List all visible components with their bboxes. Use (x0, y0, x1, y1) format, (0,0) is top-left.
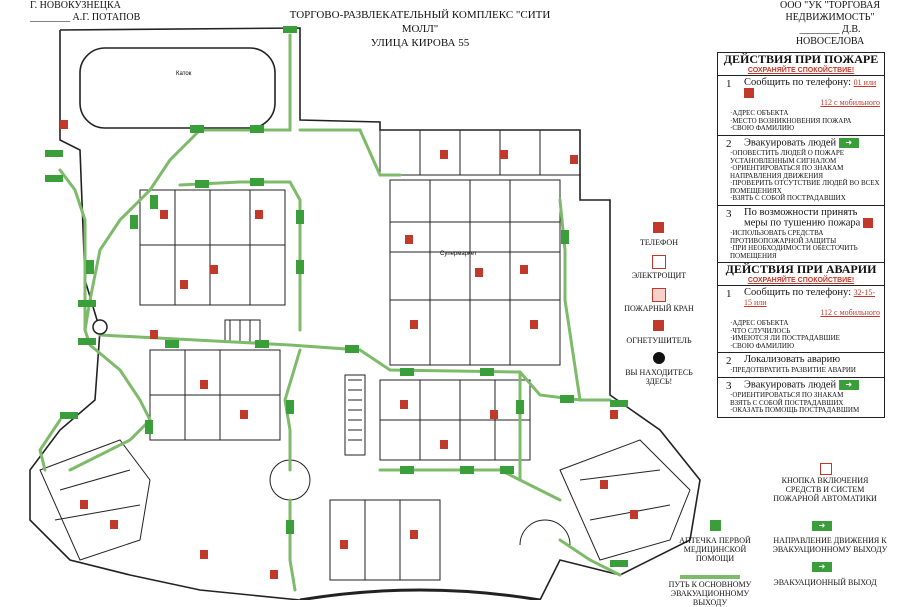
exit-direction-icon: ➜ (838, 379, 859, 390)
approval-left-line2: ________ А.Г. ПОТАПОВ (30, 12, 141, 23)
list-item: ·ОПОВЕСТИТЬ ЛЮДЕЙ О ПОЖАРЕ УСТАНОВЛЕННЫМ… (730, 149, 844, 165)
fire-step-3-num: 3 (726, 207, 732, 220)
supermarket-label: Супермаркет (440, 251, 477, 257)
accident-phone-2: 112 с мобильного (820, 308, 880, 318)
list-item: ·СВОЮ ФАМИЛИЮ (730, 124, 795, 133)
plan-title: ТОРГОВО-РАЗВЛЕКАТЕЛЬНЫЙ КОМПЛЕКС "СИТИ М… (270, 8, 570, 50)
list-item: ·АДРЕС ОБЪЕКТА (730, 109, 789, 118)
list-item: ·ОКАЗАТЬ ПОМОЩЬ ПОСТРАДАВШИМ (730, 406, 860, 415)
direction-sign-icon: ➜ (812, 521, 832, 531)
route-line-icon (680, 575, 740, 579)
accident-step-2: 2 Локализовать аварию ·ПРЕДОТВРАТИТЬ РАЗ… (718, 352, 884, 377)
approval-right-line2: НЕДВИЖИМОСТЬ" (785, 12, 875, 23)
accident-step-2-num: 2 (726, 355, 732, 368)
list-item: ·АДРЕС ОБЪЕКТА (730, 319, 789, 328)
list-item: ·ЧТО СЛУЧИЛОСЬ (730, 326, 791, 335)
accident-step-3-num: 3 (726, 379, 732, 392)
approval-left: Г. НОВОКУЗНЕЦКА ________ А.Г. ПОТАПОВ (30, 0, 150, 24)
fire-phone-2: 112 с мобильного (820, 98, 880, 108)
list-item: ·ВЗЯТЬ С СОБОЙ ПОСТРАДАВШИХ (730, 194, 846, 203)
fire-step-1: 1 Сообщить по телефону: 01 или 112 с моб… (718, 75, 884, 135)
hydrant-legend-icon (652, 288, 666, 302)
list-item: ·ПРОВЕРИТЬ ОТСУТСТВИЕ ЛЮДЕЙ ВО ВСЕХ ПОМЕ… (730, 179, 880, 195)
fire-step-3-list: ·ИСПОЛЬЗОВАТЬ СРЕДСТВА ПРОТИВОПОЖАРНОЙ З… (730, 229, 880, 260)
accident-step-1-num: 1 (726, 288, 732, 301)
approval-right-line1: ООО "УК "ТОРГОВАЯ (779, 0, 881, 11)
fire-phone-1: 01 или (853, 78, 877, 87)
accident-step-3-head: Эвакуировать людей (744, 379, 837, 391)
legend-phone: ТЕЛЕФОН (640, 238, 678, 247)
direction-arrows (86, 125, 574, 534)
legend-main-path: ПУТЬ К ОСНОВНОМУ ЭВАКУАЦИОННОМУ ВЫХОДУ (668, 580, 752, 607)
approval-left-line1: Г. НОВОКУЗНЕЦКА (30, 0, 121, 11)
accident-step-2-head: Локализовать аварию (744, 354, 841, 366)
fire-step-2: 2 Эвакуировать людей ➜ ·ОПОВЕСТИТЬ ЛЮДЕЙ… (718, 134, 884, 205)
legend-exit: ЭВАКУАЦИОННЫЙ ВЫХОД (773, 578, 877, 587)
legend-shield: ЭЛЕКТРОЩИТ (631, 271, 687, 280)
fire-step-3-head: По возможности принять меры по тушению п… (744, 206, 861, 229)
list-item: ·ИСПОЛЬЗОВАТЬ СРЕДСТВА ПРОТИВОПОЖАРНОЙ З… (730, 229, 837, 245)
accident-step-3-list: ·ОРИЕНТИРОВАТЬСЯ ПО ЗНАКАМ ВЗЯТЬ С СОБОЙ… (730, 392, 880, 415)
fire-step-3: 3 По возможности принять меры по тушению… (718, 204, 884, 262)
list-item: ·ИМЕЮТСЯ ЛИ ПОСТРАДАВШИЕ (730, 334, 840, 343)
fire-step-2-head: Эвакуировать людей (744, 137, 837, 149)
plan-title-line1: ТОРГОВО-РАЗВЛЕКАТЕЛЬНЫЙ КОМПЛЕКС "СИТИ М… (289, 9, 551, 35)
accident-step-1: 1 Сообщить по телефону: 32-15-15 или 112… (718, 285, 884, 352)
fire-step-2-list: ·ОПОВЕСТИТЬ ЛЮДЕЙ О ПОЖАРЕ УСТАНОВЛЕННЫМ… (730, 150, 880, 203)
phone-icon (744, 88, 754, 98)
accident-step-2-list: ·ПРЕДОТВРАТИТЬ РАЗВИТИЕ АВАРИИ (730, 367, 880, 375)
fire-heading: ДЕЙСТВИЯ ПРИ ПОЖАРЕ (723, 52, 879, 66)
list-item: ·ПРИ НЕОБХОДИМОСТИ ОБЕСТОЧИТЬ ПОМЕЩЕНИЯ (730, 244, 858, 260)
first-aid-icon (710, 520, 721, 531)
legend-alarm-button: КНОПКА ВКЛЮЧЕНИЯ СРЕДСТВ И СИСТЕМ ПОЖАРН… (773, 476, 877, 503)
fire-step-1-list: ·АДРЕС ОБЪЕКТА ·МЕСТО ВОЗНИКНОВЕНИЯ ПОЖА… (730, 110, 880, 133)
list-item: ·МЕСТО ВОЗНИКНОВЕНИЯ ПОЖАРА (730, 116, 852, 125)
floor-plan: Каток Супермаркет (29, 26, 701, 600)
fire-step-1-head: Сообщить по телефону: (744, 77, 852, 88)
list-item: ·СВОЮ ФАМИЛИЮ (730, 341, 795, 350)
fire-step-2-num: 2 (726, 137, 732, 150)
phone-legend-icon (653, 222, 664, 233)
shield-legend-icon (652, 255, 666, 269)
you-are-here-legend-icon (653, 352, 665, 364)
rink-label: Каток (176, 71, 192, 77)
approval-right-line3: ________ Д.В. НОВОСЕЛОВА (795, 24, 865, 47)
legend-first-aid: АПТЕЧКА ПЕРВОЙ МЕДИЦИНСКОЙ ПОМОЩИ (679, 536, 751, 563)
list-item: ·ОРИЕНТИРОВАТЬСЯ ПО ЗНАКАМ НАПРАВЛЕНИЯ Д… (730, 164, 844, 180)
accident-phone-1: 32-15-15 или (744, 288, 875, 308)
exit-signs (45, 26, 628, 567)
extinguisher-icon (862, 217, 873, 228)
legend-hydrant: ПОЖАРНЫЙ КРАН (624, 304, 694, 313)
list-item: ВЗЯТЬ С СОБОЙ ПОСТРАДАВШИХ (730, 398, 844, 407)
fire-equipment (60, 120, 638, 579)
list-item: ·ОРИЕНТИРОВАТЬСЯ ПО ЗНАКАМ (730, 391, 844, 400)
plan-title-line2: УЛИЦА КИРОВА 55 (370, 37, 470, 49)
exit-icon: ➜ (812, 562, 832, 572)
fire-step-1-num: 1 (726, 78, 732, 90)
fire-calm: СОХРАНЯЙТЕ СПОКОЙСТВИЕ! (747, 67, 855, 74)
legend-direction: НАПРАВЛЕНИЕ ДВИЖЕНИЯ К ЭВАКУАЦИОННОМУ ВЫ… (772, 536, 888, 554)
approval-right: ООО "УК "ТОРГОВАЯ НЕДВИЖИМОСТЬ" ________… (770, 0, 890, 48)
accident-step-3: 3 Эвакуировать людей ➜ ·ОРИЕНТИРОВАТЬСЯ … (718, 376, 884, 417)
alarm-button-icon (820, 463, 832, 475)
legend-you-are-here: ВЫ НАХОДИТЕСЬ ЗДЕСЬ! (625, 368, 693, 386)
accident-calm: СОХРАНЯЙТЕ СПОКОЙСТВИЕ! (747, 277, 855, 285)
walls (29, 27, 701, 600)
extinguisher-legend-icon (653, 320, 664, 331)
evacuation-routes (38, 33, 622, 592)
accident-heading: ДЕЙСТВИЯ ПРИ АВАРИИ (718, 262, 884, 276)
instructions-panel: ДЕЙСТВИЯ ПРИ ПОЖАРЕ СОХРАНЯЙТЕ СПОКОЙСТВ… (717, 52, 885, 418)
you-are-here-marker (92, 319, 108, 335)
accident-step-1-head: Сообщить по телефону: (744, 287, 852, 299)
accident-step-1-list: ·АДРЕС ОБЪЕКТА ·ЧТО СЛУЧИЛОСЬ ·ИМЕЮТСЯ Л… (730, 320, 880, 350)
list-item: ·ПРЕДОТВРАТИТЬ РАЗВИТИЕ АВАРИИ (730, 366, 856, 375)
legend-extinguisher: ОГНЕТУШИТЕЛЬ (626, 336, 692, 345)
exit-direction-icon: ➜ (838, 137, 859, 148)
